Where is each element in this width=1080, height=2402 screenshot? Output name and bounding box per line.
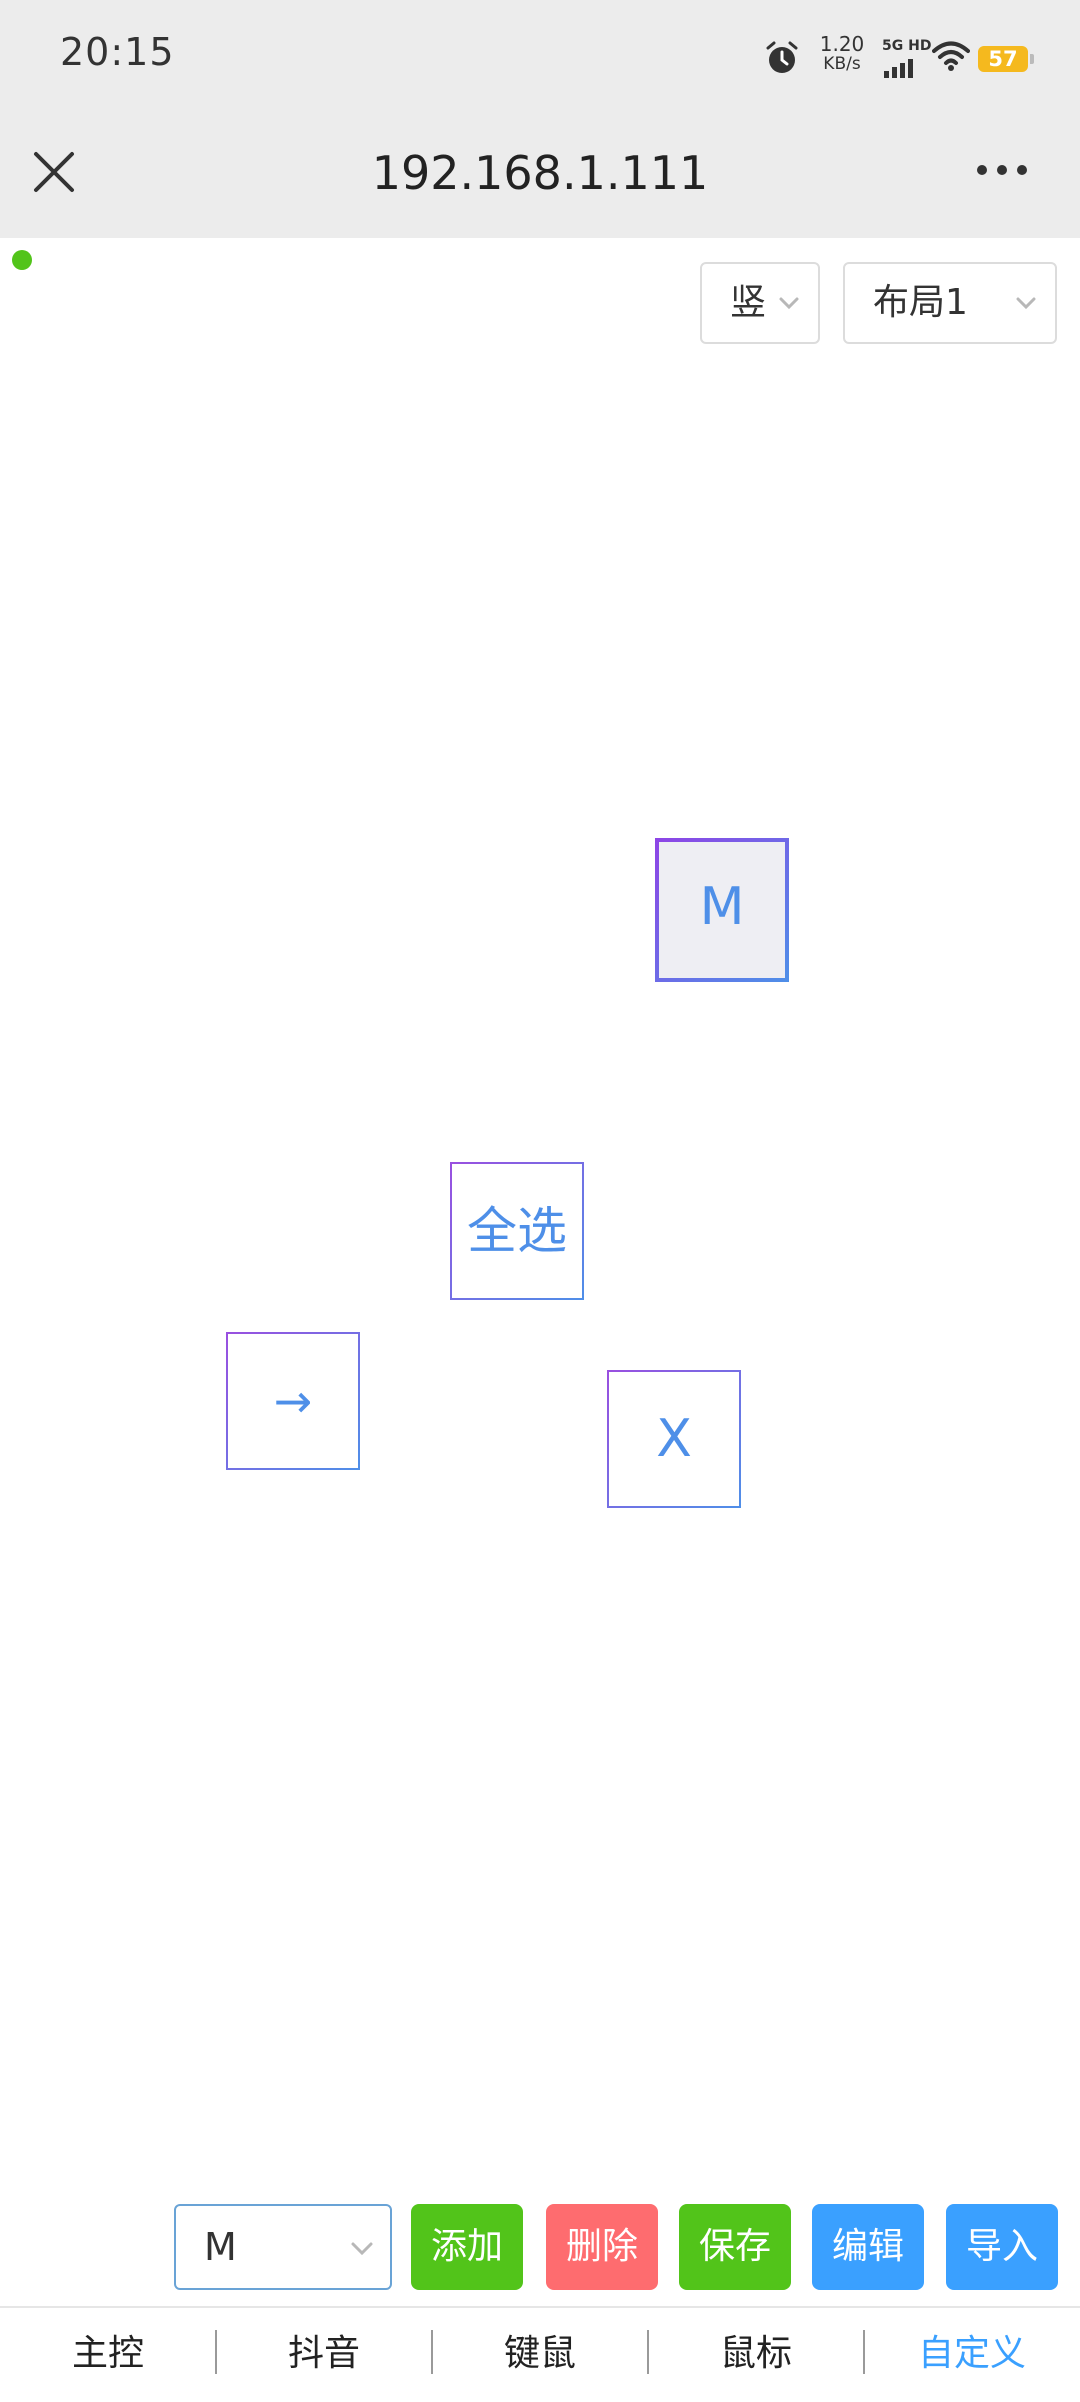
tab-douyin[interactable]: 抖音 bbox=[287, 2333, 360, 2374]
key-select[interactable]: M bbox=[174, 2204, 392, 2290]
signal-icon bbox=[884, 59, 913, 78]
tab-divider bbox=[215, 2330, 217, 2374]
add-button[interactable]: 添加 bbox=[411, 2204, 523, 2290]
wifi-icon bbox=[932, 41, 970, 71]
bottom-tab-bar: 主控 抖音 键鼠 鼠标 自定义 bbox=[0, 2306, 1080, 2402]
net-speed-value: 1.20 bbox=[819, 32, 865, 56]
net-speed: 1.20 KB/s bbox=[812, 34, 872, 74]
page-title: 192.168.1.111 bbox=[371, 146, 709, 200]
delete-button[interactable]: 删除 bbox=[546, 2204, 658, 2290]
chevron-down-icon bbox=[779, 297, 799, 310]
status-time: 20:15 bbox=[60, 30, 175, 74]
battery-icon: 57 bbox=[978, 46, 1034, 72]
title-bar: 192.168.1.111 bbox=[0, 118, 1080, 238]
tab-custom[interactable]: 自定义 bbox=[917, 2333, 1026, 2374]
custom-key-select-all[interactable]: 全选 bbox=[450, 1162, 584, 1300]
orientation-select[interactable]: 竖 bbox=[700, 262, 820, 344]
orientation-value: 竖 bbox=[730, 282, 767, 323]
custom-key-x[interactable]: X bbox=[607, 1370, 741, 1508]
tab-main-control[interactable]: 主控 bbox=[71, 2333, 144, 2374]
tab-divider bbox=[431, 2330, 433, 2374]
connection-status-dot bbox=[12, 250, 32, 270]
net-speed-unit: KB/s bbox=[823, 54, 861, 74]
save-button[interactable]: 保存 bbox=[679, 2204, 791, 2290]
import-button[interactable]: 导入 bbox=[946, 2204, 1058, 2290]
layout-value: 布局1 bbox=[873, 282, 968, 323]
tab-divider bbox=[863, 2330, 865, 2374]
tab-divider bbox=[647, 2330, 649, 2374]
tab-keyboard-mouse[interactable]: 键鼠 bbox=[503, 2333, 576, 2374]
edit-button[interactable]: 编辑 bbox=[812, 2204, 924, 2290]
tab-mouse[interactable]: 鼠标 bbox=[719, 2333, 792, 2374]
more-icon[interactable] bbox=[974, 162, 1030, 178]
close-icon[interactable] bbox=[30, 148, 78, 196]
chevron-down-icon bbox=[1016, 297, 1036, 310]
chevron-down-icon bbox=[351, 2242, 373, 2256]
alarm-icon bbox=[766, 41, 798, 73]
status-bar: 20:15 1.20 KB/s 5G HD 57 bbox=[0, 0, 1080, 118]
key-select-value: M bbox=[204, 2225, 237, 2269]
custom-key-arrow-right[interactable]: → bbox=[226, 1332, 360, 1470]
network-badge: 5G HD bbox=[882, 38, 932, 54]
layout-select[interactable]: 布局1 bbox=[843, 262, 1057, 344]
custom-key-m[interactable]: M bbox=[655, 838, 789, 982]
